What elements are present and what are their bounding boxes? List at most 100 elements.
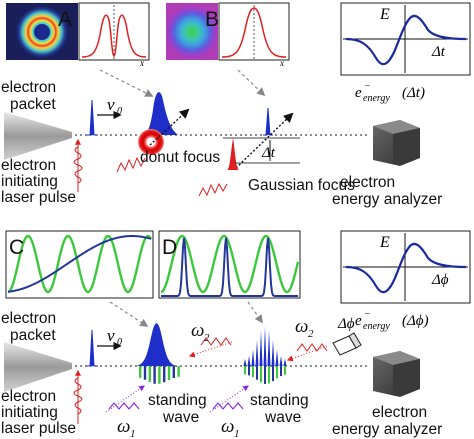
gaussian-focus-label: Gaussian focus	[248, 177, 355, 194]
standing-wave-left-stripe	[172, 366, 175, 378]
standing-wave-right-spike	[255, 339, 259, 366]
top-eq-base: e	[355, 85, 362, 101]
omega2-right-sub: 2	[308, 328, 314, 340]
bottom-eq-arg: (Δϕ)	[402, 313, 429, 329]
donut-focusing-laser-wave	[116, 156, 146, 173]
bottom-electron-packet-label-2: packet	[10, 327, 56, 344]
standing-wave-right-spike	[247, 355, 251, 366]
standing-wave-left-stripes	[139, 366, 180, 384]
omega1-right-symbol: ω	[221, 416, 234, 437]
top-initiating-label-1: electron	[1, 157, 56, 174]
omega2-left-symbol: ω	[191, 320, 204, 341]
standing-wave-right-spike	[243, 358, 247, 366]
phase-plate	[332, 332, 362, 356]
bottom-eq-base: e	[355, 313, 362, 329]
standing-wave-right-spikes	[243, 326, 287, 366]
bottom-panel-d-pointer	[247, 301, 263, 324]
standing-wave-right-spike	[267, 330, 271, 366]
bottom-analyzer-label-1: electron	[372, 404, 427, 421]
standing-wave-right-stripe	[248, 366, 250, 376]
gaussian-focus-spike	[227, 138, 239, 170]
omega1-right-wave	[212, 402, 244, 410]
top-panel-b-pointer	[237, 69, 266, 97]
standing-wave-right-stripe	[284, 366, 286, 375]
panel-c-plot	[5, 230, 154, 299]
top-panel-a-pointer	[99, 69, 154, 97]
top-energy-equation: e − energy (Δt)	[355, 81, 425, 104]
bottom-electron-gun	[4, 342, 72, 392]
standing-wave-left-label-2: wave	[162, 409, 199, 426]
bottom-velocity-sub: 0	[117, 337, 122, 348]
bottom-electron-packet-spike	[86, 329, 98, 367]
omega2-left-wave	[200, 337, 232, 346]
bottom-initiating-label-1: electron	[1, 388, 56, 405]
standing-wave-left-stripe	[158, 366, 161, 384]
top-initiating-label-2: initiating	[1, 173, 58, 190]
omega2-left-sub: 2	[204, 332, 210, 344]
top-energy-ylabel: E	[379, 6, 390, 23]
bottom-energy-xlabel: Δϕ	[431, 272, 449, 288]
standing-wave-left-stripe	[143, 366, 147, 380]
panel-c-letter: C	[9, 236, 24, 259]
bottom-energy-ylabel: E	[379, 234, 390, 251]
standing-wave-left-stripe	[163, 366, 166, 383]
omega1-right-sub: 1	[234, 428, 240, 439]
panel-a-axis-label: x	[139, 58, 144, 68]
standing-wave-left-stripe	[177, 366, 180, 377]
top-energy-curve	[345, 14, 467, 66]
standing-wave-left-stripe	[148, 366, 151, 383]
standing-wave-right-stripe	[252, 366, 254, 378]
bottom-energy-equation: e − energy (Δϕ)	[355, 309, 429, 332]
omega1-left-symbol: ω	[117, 416, 130, 437]
standing-wave-right-stripe	[256, 366, 258, 380]
standing-wave-right-spike	[263, 326, 267, 366]
top-eq-sup: −	[364, 81, 371, 92]
standing-wave-right	[243, 326, 287, 384]
panel-d-green-wave	[160, 234, 300, 294]
panel-b-beam-image	[166, 3, 218, 60]
donut-focus-label: donut focus	[140, 149, 220, 166]
omega1-left-wave	[108, 402, 140, 410]
panel-d-navy-peaks	[161, 237, 298, 297]
standing-wave-right-spike	[275, 349, 279, 366]
standing-wave-right-spike	[259, 330, 263, 366]
top-electron-gun	[4, 112, 72, 160]
top-energy-analyzer	[373, 120, 420, 166]
standing-wave-right-spike	[283, 358, 287, 366]
bottom-energy-plot: E Δϕ	[340, 230, 471, 304]
top-delta-t-label: Δt	[261, 145, 276, 161]
panel-c-green-wave	[7, 234, 153, 294]
top-velocity-symbol: v	[107, 95, 115, 114]
standing-wave-right-stripe	[268, 366, 270, 384]
panel-a-profile-plot: x	[78, 2, 150, 68]
standing-wave-left-stripe	[153, 366, 156, 384]
top-analyzer-label-1: electron	[340, 174, 395, 191]
top-electron-packet-label-2: packet	[10, 96, 56, 113]
top-output-electron-packet	[263, 107, 273, 136]
bottom-eq-sub: energy	[363, 321, 390, 332]
panel-c-navy-wave	[7, 235, 152, 293]
top-electron-packet-spike	[86, 99, 98, 136]
standing-wave-left-label-1: standing	[148, 392, 207, 409]
bottom-eq-sup: −	[364, 309, 371, 320]
standing-wave-right-spike	[271, 339, 275, 366]
top-energy-xlabel: Δt	[431, 44, 446, 60]
standing-wave-left-packet	[135, 323, 178, 366]
bottom-initiating-label-3: laser pulse	[1, 420, 76, 437]
top-eq-arg: (Δt)	[402, 85, 425, 101]
standing-wave-right-spike	[279, 355, 283, 366]
standing-wave-right-spike	[251, 349, 255, 366]
bottom-analyzer-label-2: energy analyzer	[332, 421, 442, 438]
top-electron-packet-label-1: electron	[1, 79, 56, 96]
standing-wave-right-stripe	[276, 366, 278, 379]
standing-wave-left	[135, 323, 180, 384]
omega2-right-wave	[296, 343, 328, 352]
standing-wave-right-label-2: wave	[264, 409, 301, 426]
bottom-velocity-symbol: v	[107, 326, 115, 345]
panel-b-profile-curve	[221, 7, 287, 58]
standing-wave-left-stripe	[167, 366, 171, 380]
standing-wave-right-stripes	[244, 366, 286, 384]
omega1-left-sub: 1	[130, 428, 136, 439]
omega2-left-arrow	[188, 341, 233, 358]
